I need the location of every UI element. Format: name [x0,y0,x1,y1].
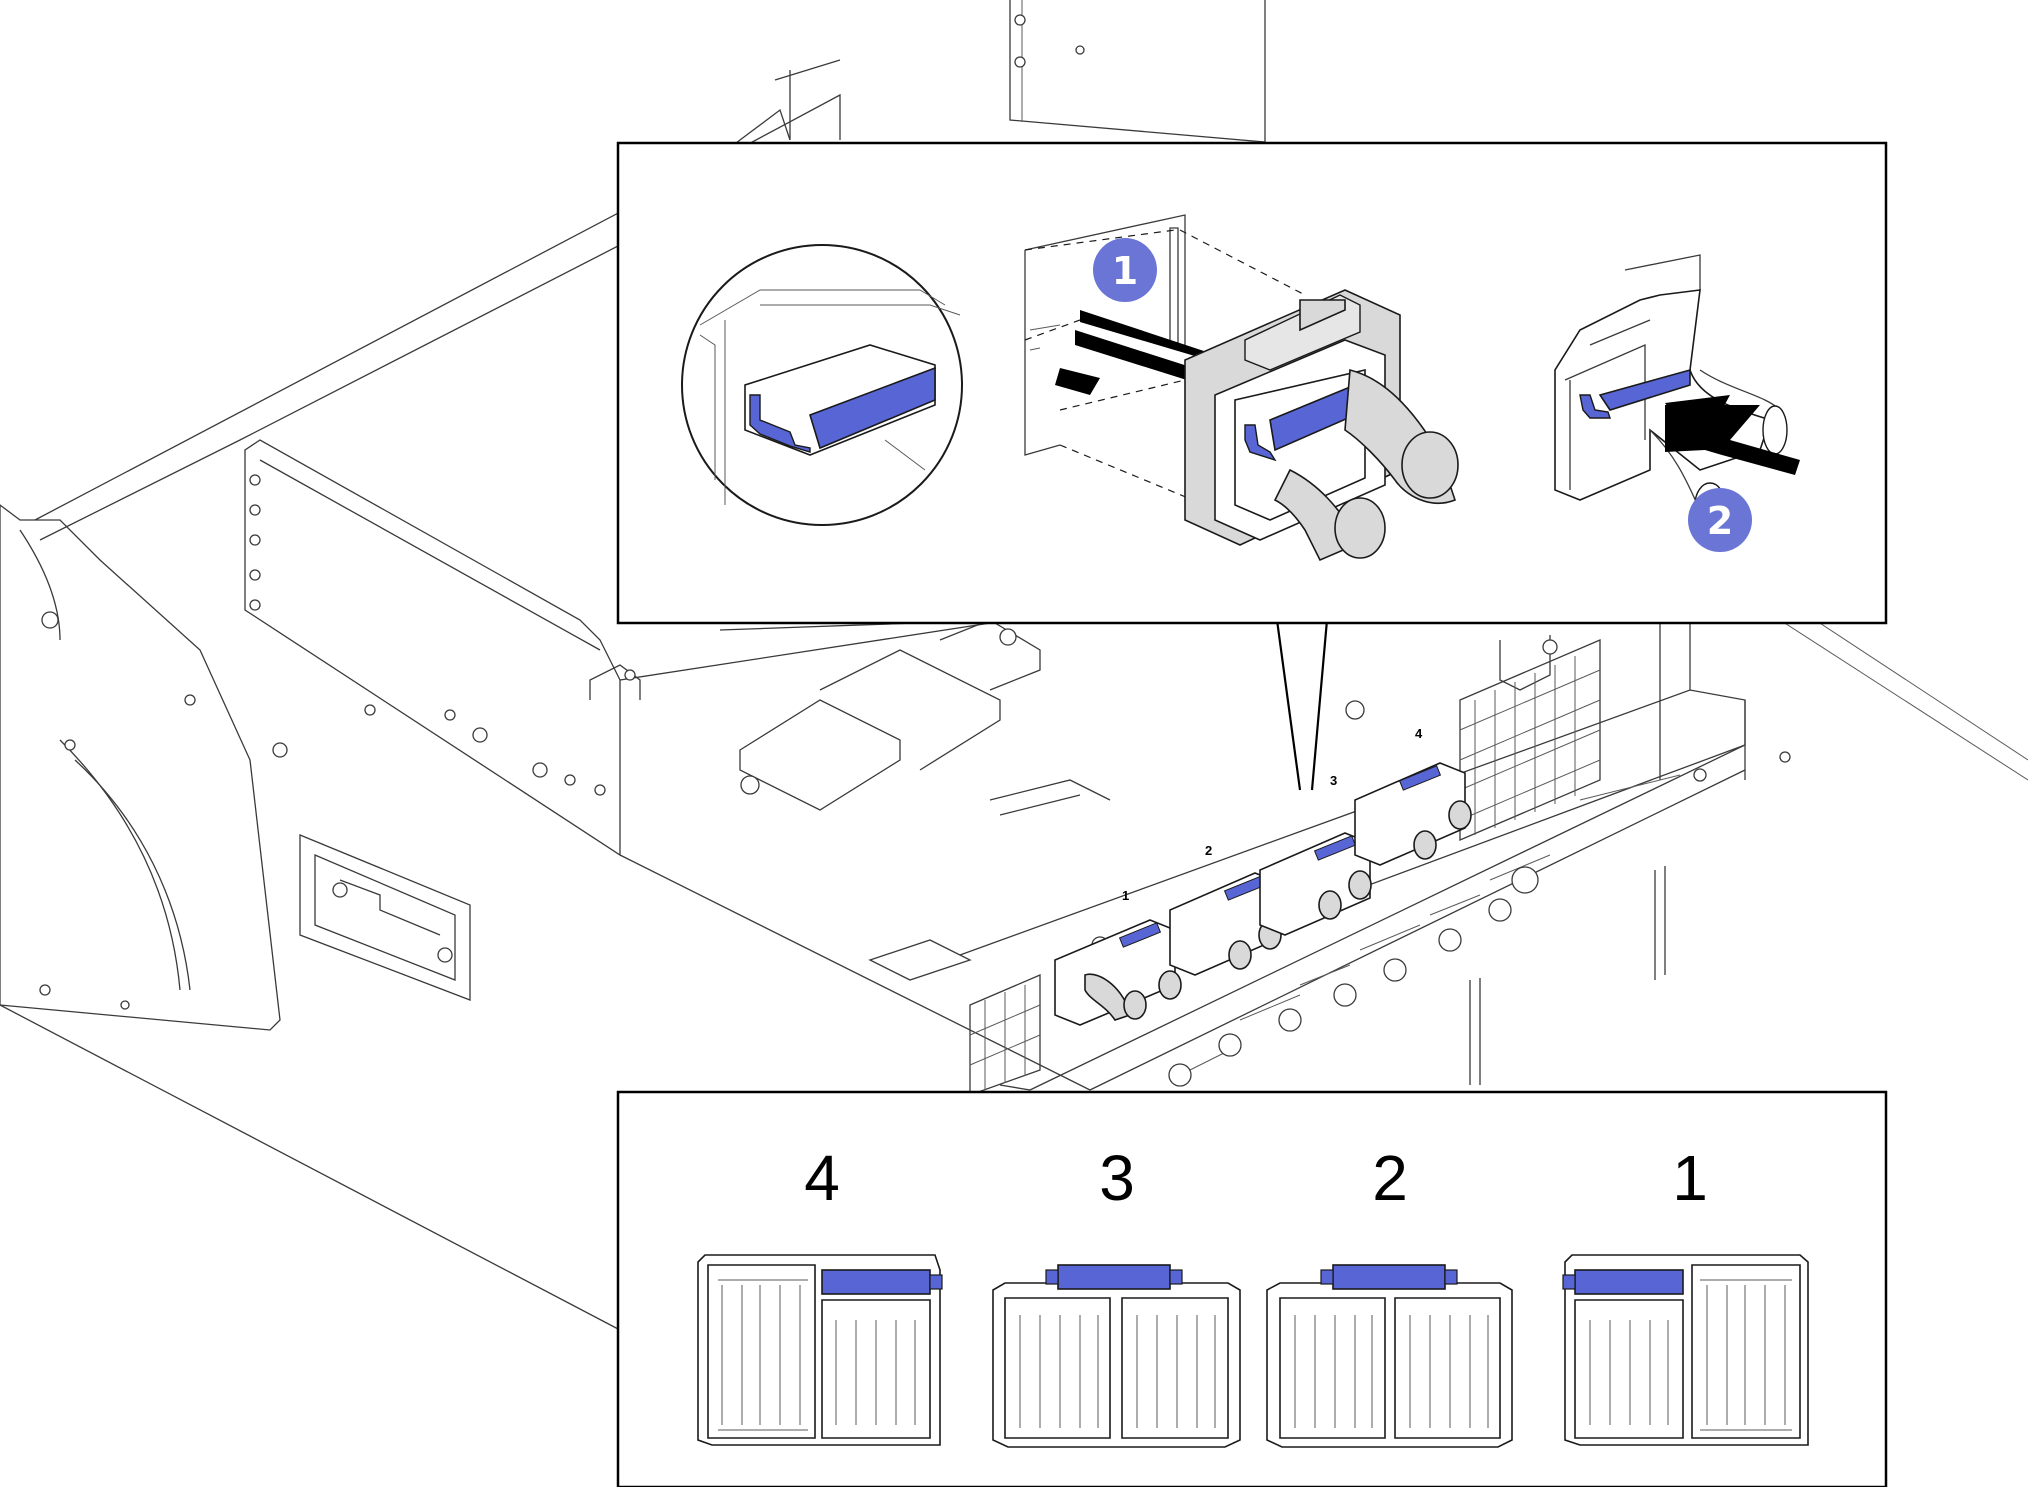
rail-slot-label-1: 1 [1122,888,1129,903]
server-chassis-background [0,0,2028,1331]
step-1-illustration [1024,214,1459,562]
callout-pointer [1275,619,1329,791]
legend-label-4: 4 [804,1142,840,1214]
legend-label-1: 1 [1672,1142,1708,1214]
rail-connector-1[interactable]: 1 [1054,888,1182,1026]
latch-icon [1332,1264,1446,1290]
callout-label-2: 2 [1707,499,1733,543]
rail-connector-3[interactable]: 3 [1259,773,1372,936]
legend-connector-3 [992,1264,1241,1448]
step-callout-2: 2 [1688,488,1752,552]
arrow-icon [1665,395,1800,475]
latch-icon [1057,1264,1171,1290]
callout-label-1: 1 [1112,249,1138,293]
step-callout-1: 1 [1093,238,1157,302]
legend-label-3: 3 [1099,1142,1135,1214]
legend-connector-2 [1266,1264,1513,1448]
legend-connector-4 [697,1254,943,1446]
latch-icon [1574,1269,1684,1295]
legend-label-2: 2 [1372,1142,1408,1214]
latch-icon [821,1269,931,1295]
magnifier-circle-icon [681,244,963,526]
rail-connector-4[interactable]: 4 [1354,726,1472,866]
detail-panel-top: 1 2 [616,141,1888,625]
rail-slot-label-3: 3 [1330,773,1337,788]
legend-connector-1 [1562,1254,1809,1446]
rail-connectors: 1 2 3 4 [1054,726,1472,1026]
rail-slot-label-2: 2 [1205,843,1212,858]
connector-order-legend: 4 3 2 1 [616,1090,1888,1487]
rail-slot-label-4: 4 [1415,726,1423,741]
